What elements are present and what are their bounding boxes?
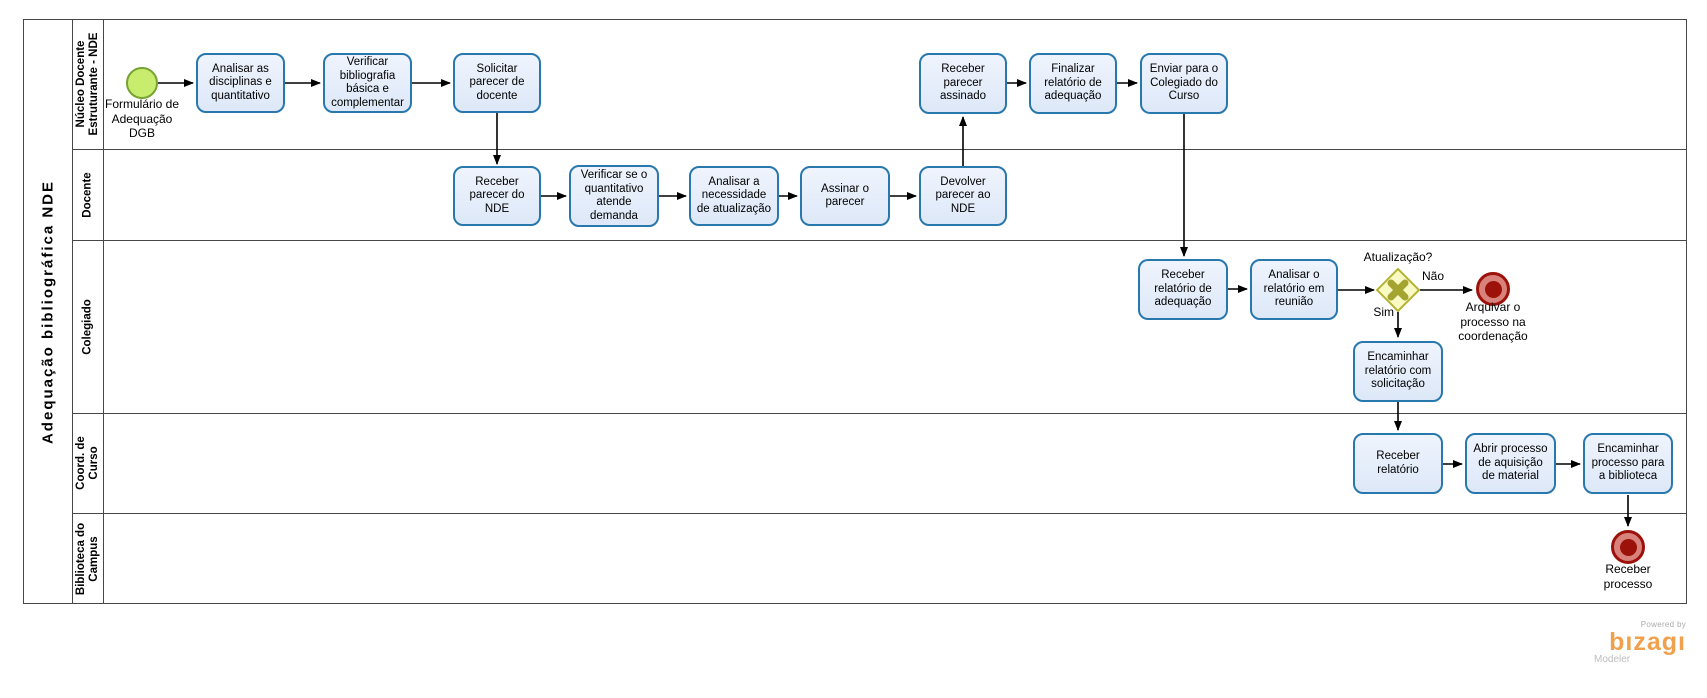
end-event-core [1619, 538, 1637, 556]
task-receber-relatorio-adequacao[interactable]: Receber relatório de adequação [1138, 259, 1228, 320]
task-label: Finalizar relatório de adequação [1044, 63, 1102, 103]
task-label: Solicitar parecer de docente [469, 62, 525, 102]
gateway-question-label: Atualização? [1363, 250, 1433, 264]
end-event-arquivar-label: Arquivar o processo na coordenação [1458, 300, 1528, 343]
lane-divider-2 [72, 240, 1687, 241]
task-analisar-disciplinas[interactable]: Analisar as disciplinas e quantitativo [196, 53, 285, 113]
bizagi-wordmark: bızagı [1609, 628, 1686, 656]
flow-label-nao: Não [1422, 269, 1445, 283]
task-analisar-relatorio-reuniao[interactable]: Analisar o relatório em reunião [1250, 259, 1338, 320]
task-label: Receber parecer assinado [939, 63, 987, 103]
task-label: Receber parecer do NDE [469, 175, 525, 215]
end-event-arquivar[interactable] [1476, 272, 1510, 306]
end-event-core [1484, 280, 1502, 298]
task-solicitar-parecer[interactable]: Solicitar parecer de docente [453, 53, 541, 113]
lane-divider-4 [72, 513, 1687, 514]
task-encaminhar-processo[interactable]: Encaminhar processo para a biblioteca [1583, 433, 1673, 494]
task-receber-parecer-nde[interactable]: Receber parecer do NDE [453, 166, 541, 226]
task-label: Analisar as disciplinas e quantitativo [209, 62, 272, 102]
start-event-label: Formulário de Adequação DGB [104, 97, 180, 140]
task-label: Encaminhar relatório com solicitação [1364, 351, 1432, 391]
task-label: Receber relatório [1376, 450, 1420, 476]
task-label: Devolver parecer ao NDE [935, 175, 991, 215]
start-event-formulario[interactable] [126, 67, 158, 99]
lane-biblioteca: Biblioteca do Campus [72, 513, 103, 605]
task-devolver-parecer[interactable]: Devolver parecer ao NDE [919, 166, 1007, 226]
lane-label-docente: Docente [81, 171, 93, 218]
task-receber-parecer-assinado[interactable]: Receber parecer assinado [919, 53, 1007, 114]
task-label: Abrir processo de aquisição de material [1473, 443, 1548, 483]
task-label: Encaminhar processo para a biblioteca [1591, 443, 1665, 483]
task-encaminhar-relatorio[interactable]: Encaminhar relatório com solicitação [1353, 341, 1443, 402]
task-label: Verificar bibliografia básica e compleme… [331, 56, 404, 109]
task-label: Analisar a necessidade de atualização [696, 175, 772, 215]
lane-docente: Docente [72, 149, 103, 240]
bizagi-logo: Powered by bızagı Modeler [1594, 620, 1686, 665]
lane-label-colegiado: Colegiado [81, 298, 93, 355]
lane-label-divider [103, 19, 104, 604]
lane-colegiado: Colegiado [72, 240, 103, 413]
pool-title: Adequação bibliográfica NDE [39, 179, 56, 444]
task-receber-relatorio[interactable]: Receber relatório [1353, 433, 1443, 494]
task-label: Enviar para o Colegiado do Curso [1149, 63, 1219, 103]
pool-border [23, 19, 1687, 604]
task-label: Analisar o relatório em reunião [1263, 269, 1325, 309]
gateway-x-icon [1387, 279, 1409, 301]
gateway-atualizacao[interactable] [1375, 267, 1421, 317]
lane-divider-3 [72, 413, 1687, 414]
task-analisar-necessidade[interactable]: Analisar a necessidade de atualização [689, 166, 779, 226]
pool-title-cell: Adequação bibliográfica NDE [23, 19, 72, 604]
task-finalizar-relatorio[interactable]: Finalizar relatório de adequação [1029, 53, 1117, 114]
end-event-receber-label: Receber processo [1603, 562, 1653, 591]
bizagi-product-text: Modeler [1594, 654, 1631, 665]
end-event-receber-processo[interactable] [1611, 530, 1645, 564]
task-verificar-quantitativo[interactable]: Verificar se o quantitativo atende deman… [569, 165, 659, 227]
task-enviar-colegiado[interactable]: Enviar para o Colegiado do Curso [1140, 53, 1228, 114]
task-label: Assinar o parecer [821, 182, 869, 209]
lane-coord-curso: Coord. de Curso [72, 413, 103, 513]
lane-divider-1 [72, 149, 1687, 150]
task-verificar-bibliografia[interactable]: Verificar bibliografia básica e compleme… [323, 53, 412, 113]
task-abrir-processo[interactable]: Abrir processo de aquisição de material [1465, 433, 1556, 494]
lane-label-coord-curso: Coord. de Curso [74, 436, 100, 490]
flow-label-sim: Sim [1373, 305, 1394, 319]
task-label: Receber relatório de adequação [1154, 269, 1212, 309]
lane-label-biblioteca: Biblioteca do Campus [74, 522, 100, 596]
pool-title-divider [72, 19, 73, 604]
powered-by-text: Powered by [1640, 620, 1686, 629]
task-assinar-parecer[interactable]: Assinar o parecer [800, 166, 890, 226]
task-label: Verificar se o quantitativo atende deman… [580, 169, 648, 222]
